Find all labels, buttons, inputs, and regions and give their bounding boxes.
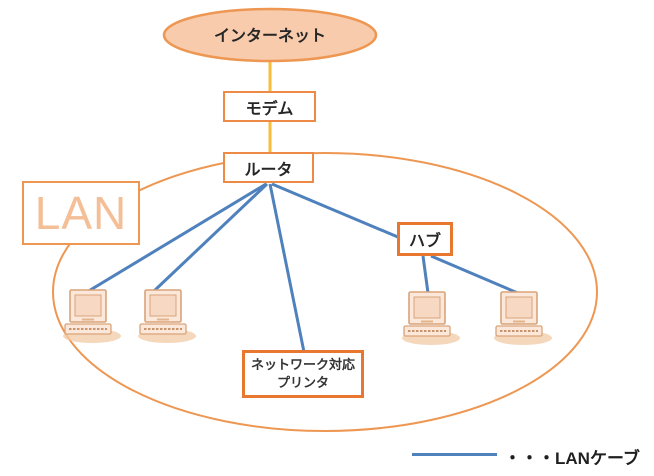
computer-icon: [401, 291, 461, 346]
lan-cables: [86, 182, 521, 353]
legend-cable-label: ・・・LANケーブル: [504, 444, 654, 476]
printer-text-line2: プリンタ: [276, 375, 329, 390]
network-printer-node: ネットワーク対応 プリンタ: [242, 350, 364, 398]
modem-text: モデム: [245, 100, 294, 118]
cable-hub-pc4: [430, 254, 521, 296]
modem-node: モデム: [223, 91, 316, 122]
lan-boundary-ellipse: [52, 152, 598, 432]
lan-zone-label: LAN: [22, 181, 140, 245]
computer-icon: [137, 289, 197, 344]
legend-text: ・・・LANケーブル: [504, 449, 640, 476]
cable-router-pc1: [86, 182, 267, 294]
cable-hub-pc3: [421, 255, 430, 294]
hub-node: ハブ: [397, 222, 453, 256]
cable-router-hub: [271, 182, 406, 242]
printer-text-line1: ネットワーク対応: [250, 356, 355, 372]
internet-node-label: インターネット: [166, 10, 374, 58]
computer-icon: [493, 291, 553, 346]
cable-router-printer: [268, 183, 306, 353]
cable-router-pc2: [152, 182, 269, 293]
internet-text: インターネット: [213, 28, 326, 45]
router-text: ルータ: [244, 161, 293, 179]
hub-text: ハブ: [408, 233, 441, 250]
computer-icon: [62, 289, 122, 344]
internet-ellipse: [162, 7, 378, 63]
router-node: ルータ: [223, 152, 314, 183]
lan-text: LAN: [34, 187, 128, 239]
